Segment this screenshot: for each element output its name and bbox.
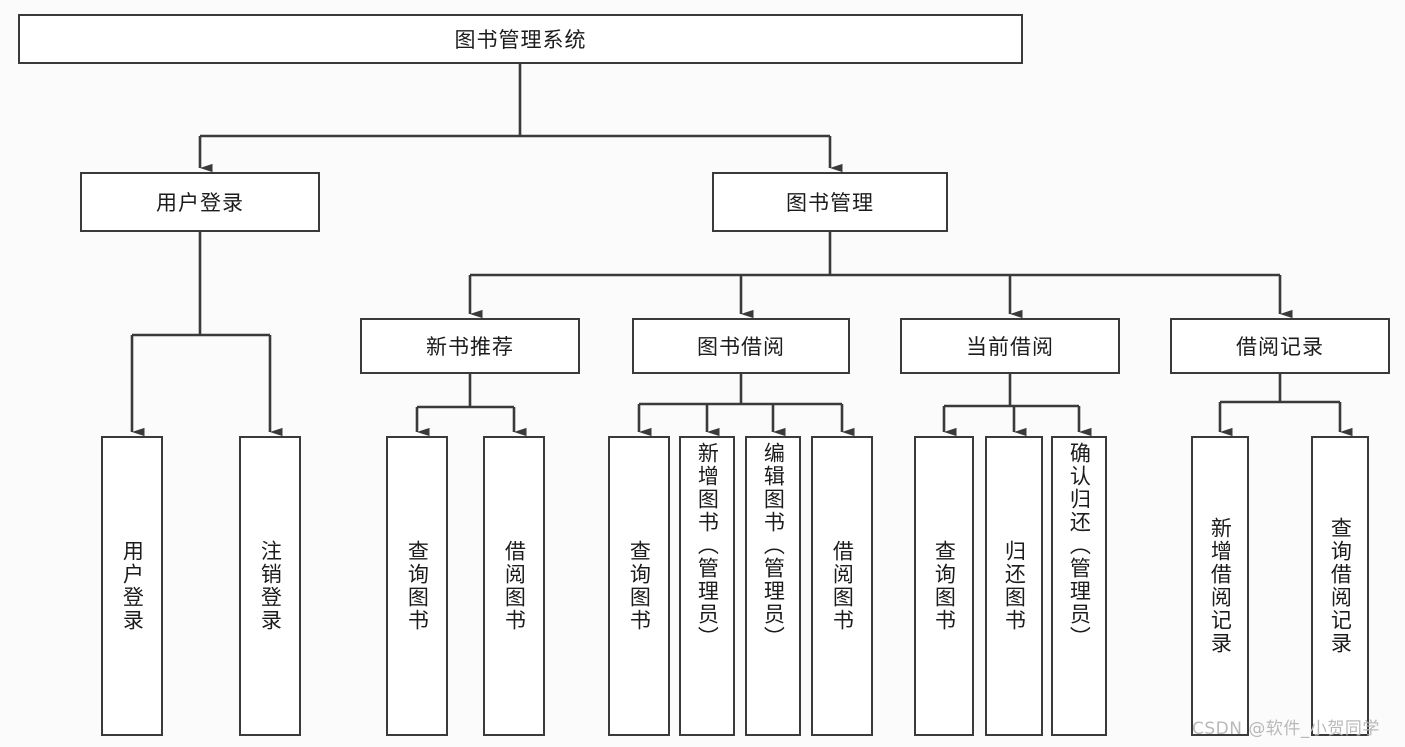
- node-book-borrow-label: 图书借阅: [697, 335, 785, 359]
- node-current-borrow[interactable]: 当前借阅: [900, 318, 1120, 374]
- node-leaf-return-book-label: 归还图书: [1002, 540, 1027, 632]
- node-user-login-label: 用户登录: [156, 191, 244, 215]
- node-leaf-edit-book-label: 编辑图书（管理员）: [761, 442, 786, 649]
- node-borrow-record-label: 借阅记录: [1236, 335, 1324, 359]
- node-leaf-confirm-return-label: 确认归还（管理员）: [1067, 442, 1092, 649]
- node-book-borrow[interactable]: 图书借阅: [632, 318, 850, 374]
- node-current-borrow-label: 当前借阅: [966, 335, 1054, 359]
- node-leaf-query-book-2-label: 查询图书: [627, 540, 652, 632]
- node-leaf-edit-book[interactable]: 编辑图书（管理员）: [745, 436, 801, 736]
- node-leaf-user-login-label: 用户登录: [120, 540, 145, 632]
- node-leaf-borrow-book-2-label: 借阅图书: [830, 540, 855, 632]
- node-leaf-add-record[interactable]: 新增借阅记录: [1191, 436, 1249, 736]
- node-new-book-rec[interactable]: 新书推荐: [360, 318, 580, 374]
- node-leaf-logout-label: 注销登录: [258, 540, 283, 632]
- node-leaf-query-book-3-label: 查询图书: [932, 540, 957, 632]
- node-leaf-add-book[interactable]: 新增图书（管理员）: [679, 436, 735, 736]
- node-root[interactable]: 图书管理系统: [18, 14, 1023, 64]
- node-book-manage-label: 图书管理: [786, 191, 874, 215]
- node-user-login[interactable]: 用户登录: [80, 172, 320, 232]
- node-root-label: 图书管理系统: [454, 28, 587, 52]
- node-leaf-borrow-book-1-label: 借阅图书: [502, 540, 527, 632]
- node-leaf-query-record-label: 查询借阅记录: [1328, 517, 1353, 655]
- node-leaf-add-record-label: 新增借阅记录: [1208, 517, 1233, 655]
- node-leaf-query-book-1-label: 查询图书: [405, 540, 430, 632]
- node-borrow-record[interactable]: 借阅记录: [1170, 318, 1390, 374]
- node-leaf-query-book-1[interactable]: 查询图书: [386, 436, 448, 736]
- node-leaf-query-book-2[interactable]: 查询图书: [608, 436, 670, 736]
- node-leaf-query-book-3[interactable]: 查询图书: [914, 436, 974, 736]
- watermark: CSDN @软件_小贺同学: [1192, 719, 1380, 739]
- node-new-book-rec-label: 新书推荐: [426, 335, 514, 359]
- node-leaf-user-login[interactable]: 用户登录: [101, 436, 163, 736]
- node-book-manage[interactable]: 图书管理: [712, 172, 948, 232]
- node-leaf-logout[interactable]: 注销登录: [239, 436, 301, 736]
- node-leaf-query-record[interactable]: 查询借阅记录: [1311, 436, 1369, 736]
- node-leaf-borrow-book-2[interactable]: 借阅图书: [811, 436, 873, 736]
- node-leaf-add-book-label: 新增图书（管理员）: [695, 442, 720, 649]
- node-leaf-confirm-return[interactable]: 确认归还（管理员）: [1051, 436, 1107, 736]
- node-leaf-return-book[interactable]: 归还图书: [985, 436, 1043, 736]
- node-leaf-borrow-book-1[interactable]: 借阅图书: [483, 436, 545, 736]
